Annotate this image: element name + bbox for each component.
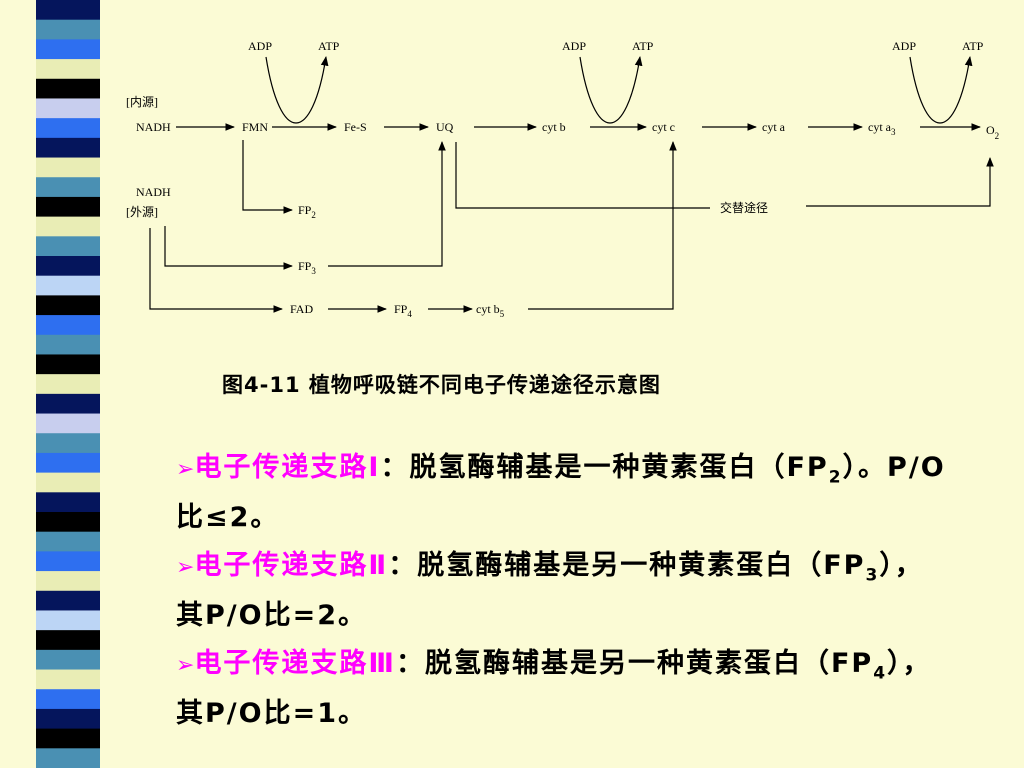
internal-source-label: [内源]	[126, 95, 158, 109]
stripe-block	[36, 708, 100, 730]
arrow-cytb5-cytc	[528, 141, 677, 310]
stripe-block	[36, 315, 100, 336]
arrow-bullet-icon: ➢	[176, 653, 195, 678]
stripe-block	[36, 393, 100, 415]
o2-node: O2	[986, 123, 999, 141]
stripe-block	[36, 590, 100, 611]
nadh-internal: NADH	[136, 120, 171, 134]
alternative-path-line-left	[455, 142, 710, 209]
stripe-block	[36, 531, 100, 552]
stripe-block	[36, 413, 100, 434]
stripe-block	[36, 295, 100, 316]
stripe-block	[36, 196, 100, 218]
cytb5-node: cyt b5	[476, 302, 505, 319]
stripe-block	[36, 19, 100, 40]
stripe-block	[36, 669, 100, 690]
stripe-block	[36, 472, 100, 493]
stripe-block	[36, 571, 100, 592]
cytc-node: cyt c	[652, 120, 675, 134]
stripe-block	[36, 610, 100, 631]
external-source-label: [外源]	[126, 205, 158, 219]
bullet-item-1: ➢电子传递支路Ⅰ：脱氢酶辅基是一种黄素蛋白（FP2）。P/O比≤2。	[176, 452, 946, 533]
stripe-block	[36, 630, 100, 651]
bullet-title: 电子传递支路Ⅲ	[194, 648, 396, 679]
stripe-block	[36, 452, 100, 474]
bullet-item-2: ➢电子传递支路Ⅱ：脱氢酶辅基是另一种黄素蛋白（FP3），其P/O比=2。	[176, 550, 924, 631]
stripe-block	[36, 236, 100, 257]
phosphorylation-arc-1	[265, 56, 329, 124]
stripe-block	[36, 551, 100, 572]
arrow-fp3-uq	[328, 141, 446, 267]
stripe-block	[36, 98, 100, 119]
fad-node: FAD	[290, 302, 313, 316]
stripe-block	[36, 118, 100, 139]
stripe-block	[36, 157, 100, 178]
fmn-node: FMN	[242, 120, 268, 134]
bullet-list: ➢电子传递支路Ⅰ：脱氢酶辅基是一种黄素蛋白（FP2）。P/O比≤2。 ➢电子传递…	[176, 444, 946, 738]
figure-caption: 图4-11 植物呼吸链不同电子传递途径示意图	[222, 373, 661, 397]
bullet-title: 电子传递支路Ⅱ	[194, 550, 389, 581]
arrow-bullet-icon: ➢	[176, 457, 195, 482]
arrow-nadh-fp3	[164, 226, 293, 270]
stripe-block	[36, 256, 100, 277]
atp-label-1: ATP	[318, 39, 340, 53]
stripe-block	[36, 0, 100, 21]
phosphorylation-arc-2	[579, 56, 643, 124]
bullet-title: 电子传递支路Ⅰ	[194, 452, 381, 483]
cyta3-node: cyt a3	[868, 120, 896, 137]
stripe-block	[36, 78, 100, 99]
stripe-block	[36, 512, 100, 533]
stripe-block	[36, 39, 100, 60]
arrow-nadh-fad	[149, 228, 283, 313]
adp-label-2: ADP	[562, 39, 586, 53]
stripe-block	[36, 59, 100, 80]
stripe-block	[36, 275, 100, 296]
nadh-external: NADH	[136, 185, 171, 199]
decorative-stripes	[36, 0, 100, 768]
fes-node: Fe-S	[344, 120, 367, 134]
bullet-item-3: ➢电子传递支路Ⅲ：脱氢酶辅基是另一种黄素蛋白（FP4），其P/O比=1。	[176, 648, 932, 729]
cyta-node: cyt a	[762, 120, 786, 134]
stripe-block	[36, 334, 100, 355]
stripe-block	[36, 354, 100, 375]
adp-label-1: ADP	[248, 39, 272, 53]
uq-node: UQ	[436, 120, 454, 134]
alternative-path-line-right	[806, 157, 994, 207]
atp-label-2: ATP	[632, 39, 654, 53]
stripe-block	[36, 374, 100, 395]
stripe-block	[36, 689, 100, 710]
stripe-block	[36, 433, 100, 454]
stripe-block	[36, 649, 100, 671]
stripe-block	[36, 748, 100, 768]
stripe-block	[36, 216, 100, 237]
fp2-node: FP2	[298, 203, 316, 220]
phosphorylation-arc-3	[909, 56, 973, 124]
fp4-node: FP4	[394, 302, 412, 319]
fp3-node: FP3	[298, 259, 316, 276]
arrow-bullet-icon: ➢	[176, 555, 195, 580]
adp-label-3: ADP	[892, 39, 916, 53]
alternative-path-label: 交替途径	[720, 200, 768, 215]
stripe-block	[36, 177, 100, 198]
stripe-block	[36, 137, 100, 159]
atp-label-3: ATP	[962, 39, 984, 53]
stripe-block	[36, 492, 100, 513]
arrow-fmn-fp2	[242, 140, 293, 214]
stripe-block	[36, 728, 100, 749]
cytb-node: cyt b	[542, 120, 566, 134]
